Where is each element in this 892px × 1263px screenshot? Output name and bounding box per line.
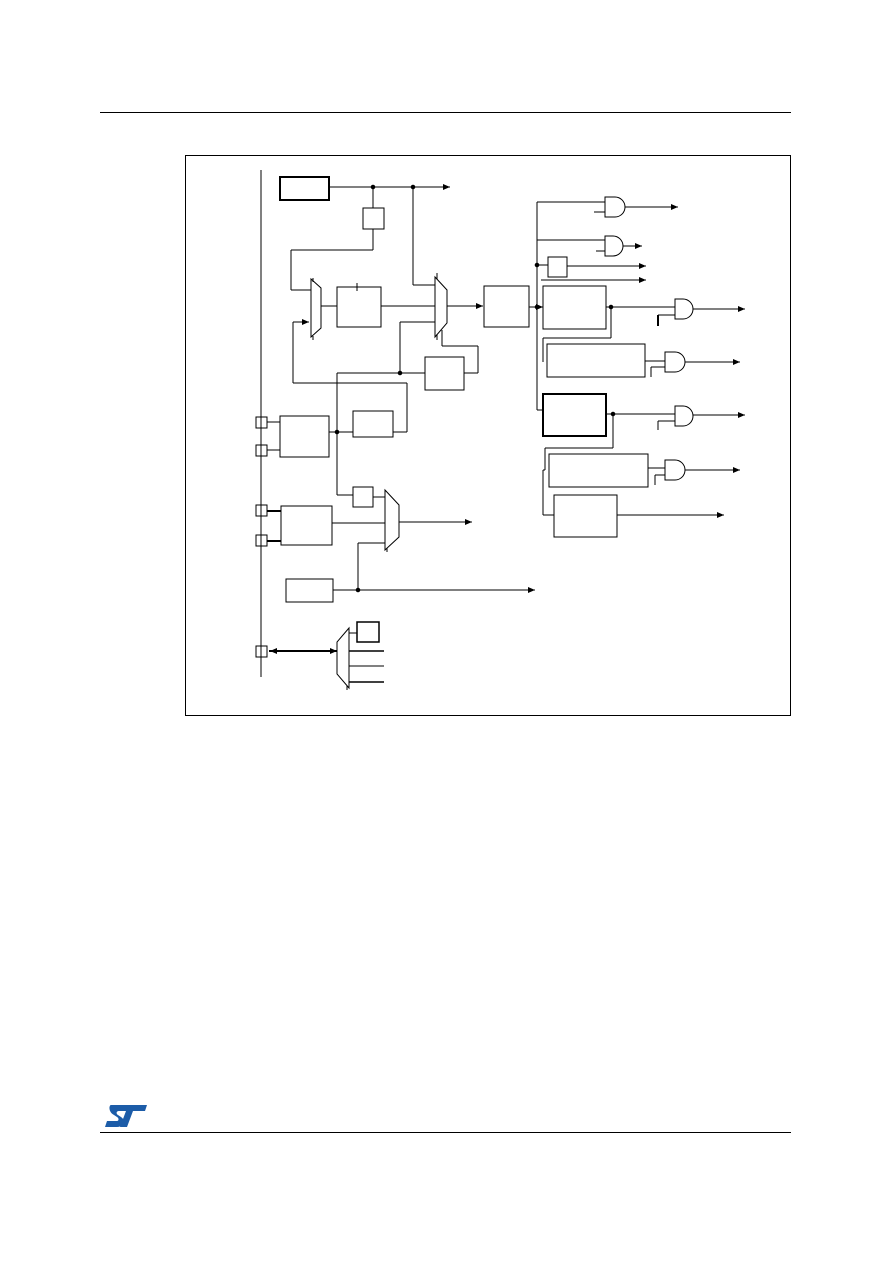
mco-pin [255, 645, 268, 658]
pll-block [336, 286, 382, 328]
and-gate-1 [604, 196, 626, 218]
div8-block [547, 256, 568, 278]
ahb-prescaler-block [483, 285, 530, 328]
rtc-divider-block [352, 486, 374, 508]
adc-prescaler-block [553, 494, 618, 538]
st-logo-icon [105, 1105, 147, 1127]
timer-multiplier-1 [546, 343, 646, 378]
top-source-block [279, 176, 330, 201]
header-rule [100, 112, 791, 113]
hse-divider-block [352, 410, 394, 438]
footer-rule [100, 1132, 791, 1133]
mux-1 [310, 277, 322, 339]
and-gate-6 [664, 459, 686, 481]
and-gate-3 [674, 298, 694, 320]
apb1-prescaler-block [542, 285, 607, 330]
timer-multiplier-2 [548, 453, 649, 488]
top-divider-block [362, 207, 385, 230]
mux-2 [434, 275, 448, 339]
and-gate-2 [604, 235, 624, 257]
and-gate-5 [674, 405, 694, 427]
css-block [424, 356, 465, 391]
apb2-prescaler-block [542, 393, 607, 437]
mux-3 [384, 488, 400, 552]
lsi-rc-block [285, 578, 334, 603]
mco-divider-block [356, 621, 380, 643]
mco-mux [336, 626, 350, 690]
lse-osc-block [280, 505, 333, 546]
and-gate-4 [664, 351, 686, 373]
figure-frame [185, 155, 791, 716]
hse-osc-block [279, 415, 330, 458]
